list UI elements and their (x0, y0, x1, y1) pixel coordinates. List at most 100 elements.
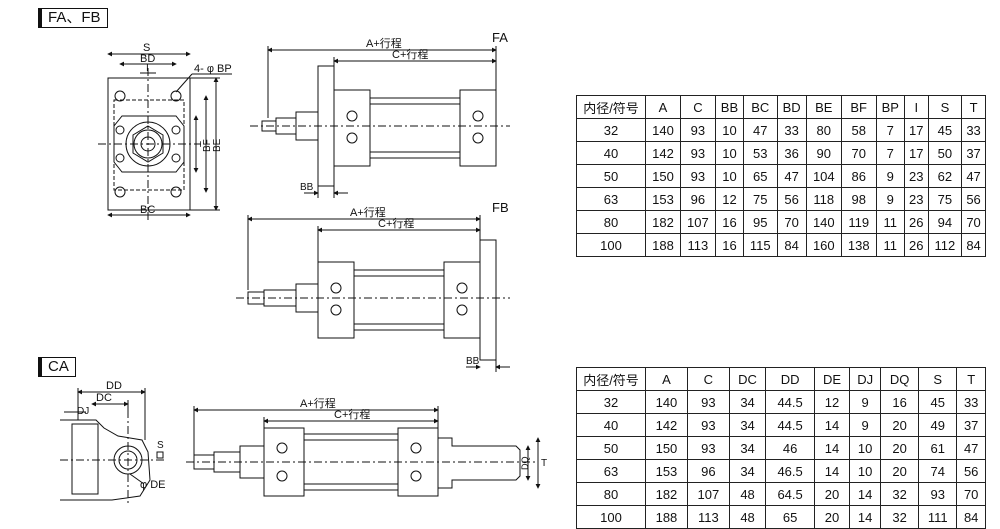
table-cell: 153 (645, 459, 688, 483)
section-label-ca: CA (38, 357, 76, 377)
table-cell: 34 (728, 459, 767, 483)
table-cell: 10 (714, 118, 745, 142)
section-label-fa-fb: FA、FB (38, 8, 108, 28)
header-cell: DQ (880, 367, 920, 391)
table-cell: 20 (813, 482, 851, 506)
table-cell: 48 (728, 482, 767, 506)
bore-size-cell: 63 (576, 187, 646, 211)
table-cell: 111 (918, 505, 958, 529)
table-cell: 140 (645, 390, 688, 414)
table-cell: 14 (813, 459, 851, 483)
table-cell: 93 (679, 164, 716, 188)
bore-size-cell: 50 (576, 164, 646, 188)
header-cell: C (686, 367, 730, 391)
table-cell: 70 (961, 210, 986, 234)
header-cell: BP (875, 95, 905, 119)
dim-c-stroke-fa: C+行程 (392, 48, 428, 61)
table-cell: 23 (903, 164, 929, 188)
table-cell: 44.5 (765, 390, 815, 414)
table-cell: 65 (743, 164, 778, 188)
table-cell: 160 (805, 233, 842, 257)
dim-bc: BC (140, 204, 155, 216)
dim-bf: BF (202, 139, 213, 152)
dim-c-stroke-ca: C+行程 (334, 408, 370, 421)
table-cell: 56 (956, 459, 986, 483)
table-cell: 32 (880, 505, 920, 529)
dim-dq: DQ (520, 457, 530, 471)
table-cell: 93 (679, 118, 716, 142)
bore-size-cell: 32 (576, 118, 646, 142)
table-cell: 37 (956, 413, 986, 437)
table-cell: 20 (813, 505, 851, 529)
table-cell: 65 (765, 505, 815, 529)
technical-drawings: S BD I 4- φ BP T BF BE BC FA A+行程 C+行程 B… (60, 30, 547, 506)
table-cell: 45 (927, 118, 963, 142)
header-cell: S (927, 95, 963, 119)
header-cell: DE (813, 367, 851, 391)
table-cell: 142 (645, 141, 681, 165)
table-cell: 16 (714, 210, 745, 234)
table-cell: 95 (743, 210, 778, 234)
ca-clevis-view (60, 388, 165, 506)
table-cell: 47 (776, 164, 807, 188)
table-cell: 182 (645, 210, 681, 234)
table-cell: 84 (961, 233, 986, 257)
table-cell: 86 (840, 164, 877, 188)
bore-size-cell: 80 (576, 482, 646, 506)
table-cell: 80 (805, 118, 842, 142)
table-cell: 9 (875, 164, 905, 188)
table-cell: 98 (840, 187, 877, 211)
table-cell: 34 (728, 413, 767, 437)
table-cell: 14 (813, 436, 851, 460)
table-cell: 115 (743, 233, 778, 257)
header-cell: BE (805, 95, 842, 119)
label-fa: FA (492, 30, 508, 45)
header-cell: T (961, 95, 986, 119)
ca-side-view (186, 406, 541, 497)
table-cell: 84 (956, 505, 986, 529)
table-cell: 32 (880, 482, 920, 506)
table-cell: 10 (714, 141, 745, 165)
table-cell: 70 (840, 141, 877, 165)
table-cell: 9 (849, 413, 882, 437)
bore-size-cell: 63 (576, 459, 646, 483)
table-cell: 11 (875, 210, 905, 234)
table-cell: 49 (918, 413, 958, 437)
table-cell: 84 (776, 233, 807, 257)
table-cell: 47 (743, 118, 778, 142)
table-cell: 14 (813, 413, 851, 437)
table-cell: 140 (645, 118, 681, 142)
dim-i: I (146, 63, 149, 74)
table-cell: 188 (645, 233, 681, 257)
dim-t: T (191, 141, 202, 147)
header-cell: BB (714, 95, 745, 119)
table-cell: 17 (903, 141, 929, 165)
table-cell: 74 (918, 459, 958, 483)
table-cell: 93 (686, 413, 730, 437)
table-cell: 56 (776, 187, 807, 211)
table-cell: 7 (875, 141, 905, 165)
table-cell: 11 (875, 233, 905, 257)
header-cell: BF (840, 95, 877, 119)
dim-dj: DJ (77, 406, 89, 417)
table-cell: 17 (903, 118, 929, 142)
header-cell: 内径/符号 (576, 95, 646, 119)
table-cell: 153 (645, 187, 681, 211)
table-header-row: 内径/符号 A C BB BC BD BE BF BP I S T (576, 95, 986, 119)
table-cell: 62 (927, 164, 963, 188)
dim-bd: BD (140, 53, 155, 65)
header-cell: S (918, 367, 958, 391)
table-cell: 182 (645, 482, 688, 506)
table-cell: 36 (776, 141, 807, 165)
dim-a-stroke-ca: A+行程 (300, 397, 336, 410)
table-header-row: 内径/符号 A C DC DD DE DJ DQ S T (576, 367, 986, 391)
table-cell: 75 (927, 187, 963, 211)
header-cell: C (679, 95, 716, 119)
table-cell: 75 (743, 187, 778, 211)
table-cell: 20 (880, 436, 920, 460)
table-cell: 47 (961, 164, 986, 188)
